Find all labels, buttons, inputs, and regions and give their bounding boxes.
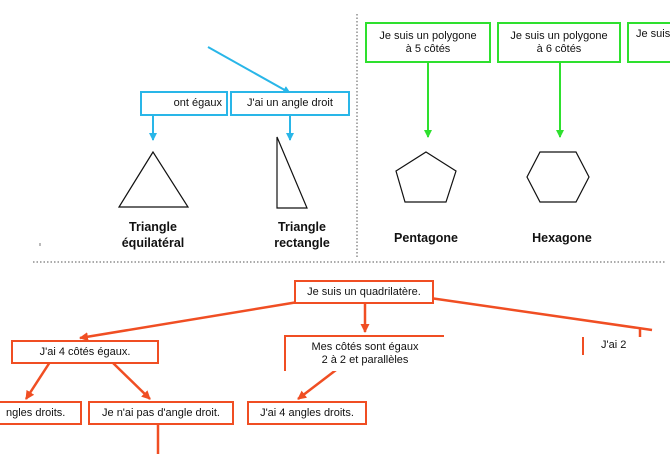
box-no-right-angle: Je n'ai pas d'angle droit. bbox=[88, 401, 234, 425]
connector-orange-left-right bbox=[111, 361, 151, 400]
box-quad-right-cut: J'ai 2 bbox=[582, 337, 670, 355]
label-equilateral-line2: équilatéral bbox=[121, 236, 185, 250]
box-sides-equal-parallel-line2: 2 à 2 et parallèles bbox=[321, 354, 409, 366]
box-right-angle: J'ai un angle droit bbox=[230, 91, 350, 116]
label-equilateral-line1: Triangle bbox=[129, 220, 177, 234]
box-polygon-6-line2: à 6 côtés bbox=[536, 42, 582, 55]
box-sides-equal: ont égaux bbox=[140, 91, 228, 116]
label-hexagon-text: Hexagone bbox=[532, 231, 592, 245]
label-pentagon: Pentagone bbox=[378, 230, 474, 246]
connector-orange-root-right bbox=[429, 296, 653, 332]
box-sides-equal-parallel-line1: Mes côtés sont égaux bbox=[311, 341, 419, 353]
box-quadrilateral-root: Je suis un quadrilatère. bbox=[294, 280, 434, 304]
box-sides-equal-parallel: Mes côtés sont égaux 2 à 2 et parallèles bbox=[284, 335, 444, 371]
box-four-right-angles-cut: ngles droits. bbox=[0, 401, 82, 425]
label-hexagon: Hexagone bbox=[514, 230, 610, 246]
box-four-equal-sides-text: J'ai 4 côtés égaux. bbox=[39, 345, 131, 358]
label-right-line2: rectangle bbox=[274, 236, 330, 250]
pentagon-icon bbox=[395, 151, 457, 203]
box-four-right-angles: J'ai 4 angles droits. bbox=[247, 401, 367, 425]
box-right-angle-text: J'ai un angle droit bbox=[247, 97, 333, 109]
connector-orange-middle-child bbox=[297, 369, 337, 400]
label-equilateral-triangle: Triangle équilatéral bbox=[100, 219, 206, 251]
box-polygon-6-line1: Je suis un polygone bbox=[510, 29, 608, 42]
label-right-triangle: Triangle rectangle bbox=[252, 219, 352, 251]
right-triangle-icon bbox=[276, 136, 308, 209]
box-polygon-cut: Je suis bbox=[627, 22, 670, 63]
box-four-equal-sides: J'ai 4 côtés égaux. bbox=[11, 340, 159, 364]
box-quad-right-cut-text: J'ai 2 bbox=[601, 339, 627, 351]
label-right-line1: Triangle bbox=[278, 220, 326, 234]
box-polygon-5: Je suis un polygone à 5 côtés bbox=[365, 22, 491, 63]
box-polygon-5-line1: Je suis un polygone bbox=[379, 29, 477, 42]
box-polygon-5-line2: à 5 côtés bbox=[405, 42, 451, 55]
box-four-right-angles-text: J'ai 4 angles droits. bbox=[260, 406, 354, 419]
box-quadrilateral-root-text: Je suis un quadrilatère. bbox=[307, 285, 421, 298]
box-four-right-angles-cut-text: ngles droits. bbox=[6, 406, 66, 419]
label-pentagon-text: Pentagone bbox=[394, 231, 458, 245]
box-no-right-angle-text: Je n'ai pas d'angle droit. bbox=[102, 406, 220, 419]
box-sides-equal-text: ont égaux bbox=[173, 97, 222, 109]
equilateral-triangle-icon bbox=[117, 150, 190, 208]
hexagon-icon bbox=[526, 151, 590, 203]
box-polygon-cut-text: Je suis bbox=[636, 28, 670, 40]
box-polygon-6: Je suis un polygone à 6 côtés bbox=[497, 22, 621, 63]
connector-orange-root-left bbox=[79, 300, 299, 342]
connector-orange-left-left bbox=[24, 361, 52, 400]
connector-blue-main bbox=[207, 46, 291, 94]
